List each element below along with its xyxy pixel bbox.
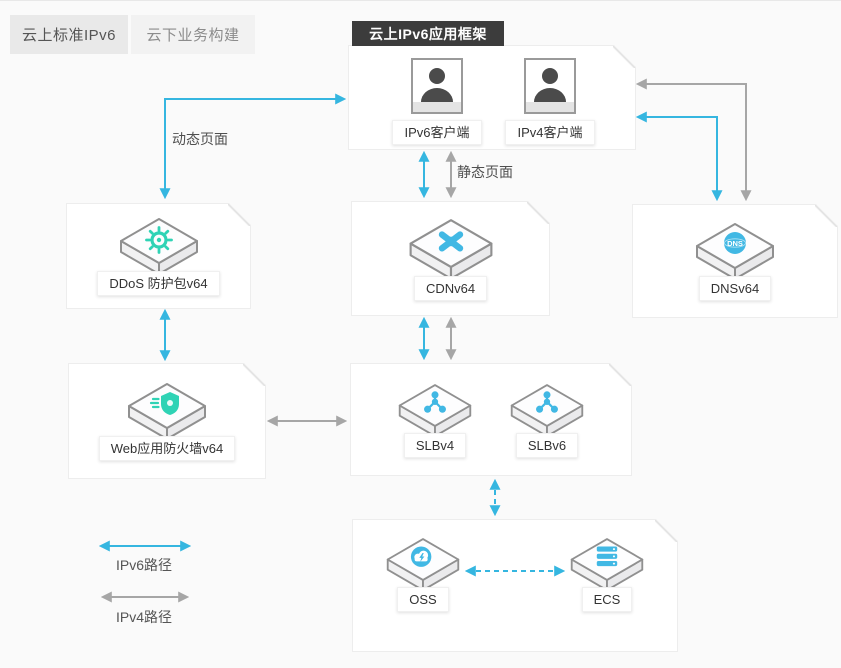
dns-node: DNS DNSv64 [693,221,777,301]
user-icon [411,58,463,114]
legend-label-ipv4: IPv4路径 [116,609,173,625]
node-label: SLBv4 [404,433,466,458]
waf-node: Web应用防火墙v64 [99,381,235,461]
slb-node-box: SLBv4 [350,363,632,476]
node-label: ECS [582,587,633,612]
cube-icon [125,381,209,445]
frame-title: 云上IPv6应用框架 [369,25,487,42]
ipv4-client-node: IPv4客户端 [495,58,605,145]
ecs-node: ECS [557,536,657,612]
tab-label: 云上标准IPv6 [21,27,116,44]
user-icon [524,58,576,114]
node-label: DDoS 防护包v64 [97,271,219,296]
slbv4-node: SLBv4 [396,382,474,458]
legend-label-ipv6: IPv6路径 [116,557,173,573]
slbv6-node: SLBv6 [508,382,586,458]
load-balancer-icon [424,391,446,412]
cube-icon [384,536,462,596]
dns-globe-icon: DNS [724,232,746,254]
edge-client-dns-ipv6 [635,111,723,202]
client-frame-box: IPv6客户端 IPv4客户端 [348,45,636,150]
node-label: OSS [397,587,448,612]
ipv6-client-node: IPv6客户端 [382,58,492,145]
icon-footer-bar [413,102,461,112]
edge-client-dns-ipv4 [635,78,752,202]
node-label: IPv6客户端 [392,120,481,145]
node-label: Web应用防火墙v64 [99,436,235,461]
edge-label-static-pages: 静态页面 [457,164,513,180]
cube-icon [406,217,496,285]
cube-icon [117,216,201,280]
icon-footer-bar [526,102,574,112]
node-label: SLBv6 [516,433,578,458]
node-label: CDNv64 [414,276,487,301]
cdn-node-box: CDNv64 [351,201,550,316]
dns-node-box: DNS DNSv64 [632,204,838,318]
edge-label-dynamic-pages: 动态页面 [172,131,228,147]
cube-icon [396,382,474,442]
network-x-icon [441,234,459,248]
node-label: DNSv64 [699,276,771,301]
load-balancer-icon [536,391,558,412]
oss-node: OSS [373,536,473,612]
gear-icon [146,228,171,253]
node-label: IPv4客户端 [505,120,594,145]
svg-text:DNS: DNS [727,239,743,248]
ddos-node-box: DDoS 防护包v64 [66,203,251,309]
ddos-node: DDoS 防护包v64 [97,216,219,296]
cloud-storage-icon [411,547,431,567]
waf-node-box: Web应用防火墙v64 [68,363,266,479]
frame-title-badge: 云上IPv6应用框架 [352,21,504,46]
tab-offcloud-business[interactable]: 云下业务构建 [131,15,255,54]
cdn-node: CDNv64 [406,217,496,301]
tab-label: 云下业务构建 [146,27,240,44]
storage-node-box: OSS [352,519,678,652]
server-icon [597,547,617,567]
shield-icon [151,392,179,415]
cube-icon [568,536,646,596]
tab-cloud-standard-ipv6[interactable]: 云上标准IPv6 [10,15,128,54]
